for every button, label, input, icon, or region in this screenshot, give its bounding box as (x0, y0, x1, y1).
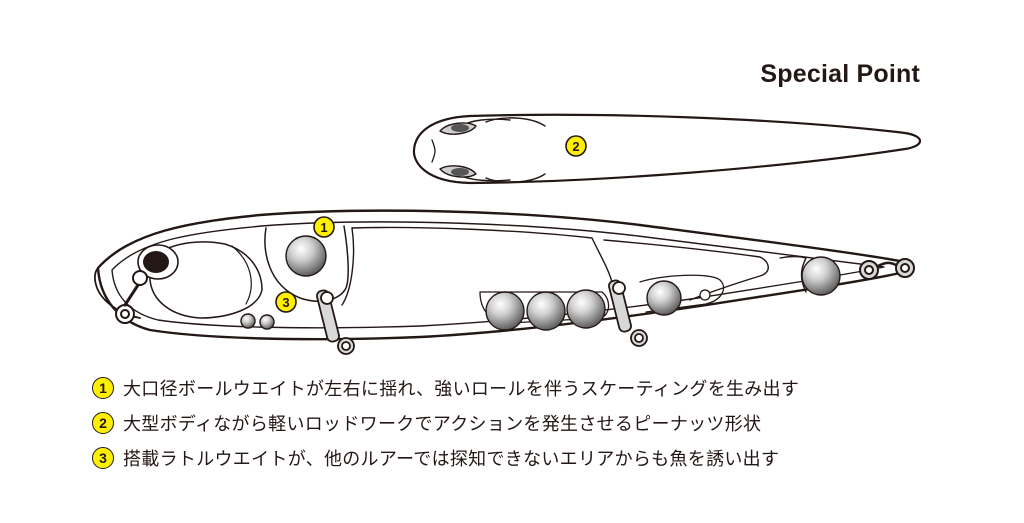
hook-hanger (608, 279, 648, 347)
feature-list: 1 大口径ボールウエイトが左右に揺れ、強いロールを伴うスケーティングを生み出す … (92, 370, 992, 475)
feature-text: 搭載ラトルウエイトが、他のルアーでは探知できないエリアからも魚を誘い出す (123, 448, 780, 470)
feature-item-2: 2 大型ボディながら軽いロッドワークでアクションを発生させるピーナッツ形状 (92, 405, 992, 440)
feature-text: 大口径ボールウエイトが左右に揺れ、強いロールを伴うスケーティングを生み出す (123, 378, 800, 400)
svg-text:3: 3 (282, 295, 289, 310)
ball-weight (285, 235, 327, 277)
feature-number-badge: 1 (92, 376, 114, 399)
feature-item-3: 3 搭載ラトルウエイトが、他のルアーでは探知できないエリアからも魚を誘い出す (92, 440, 992, 475)
ball-weight (526, 291, 566, 331)
lure-top-view (412, 113, 922, 185)
svg-text:1: 1 (320, 220, 327, 235)
feature-number-badge: 2 (92, 411, 114, 434)
feature-number-badge: 3 (92, 446, 114, 469)
ball-weight (485, 291, 525, 331)
tail-eye (859, 258, 915, 280)
weight-balls (240, 235, 841, 331)
feature-item-1: 1 大口径ボールウエイトが左右に揺れ、強いロールを伴うスケーティングを生み出す (92, 370, 992, 405)
hook-hanger (316, 289, 355, 355)
callout-marker-1: 1 (313, 216, 335, 238)
ball-weight (566, 289, 606, 329)
feature-text: 大型ボディながら軽いロッドワークでアクションを発生させるピーナッツ形状 (123, 413, 762, 435)
eye-shape (137, 244, 179, 280)
eye-shape (439, 165, 477, 178)
ball-weight (646, 280, 682, 316)
section-title: Special Point (760, 60, 920, 88)
svg-text:2: 2 (572, 139, 579, 154)
rattle-weight (240, 313, 256, 329)
callout-marker-2: 2 (565, 135, 587, 157)
rattle-weight (259, 314, 275, 330)
line-tie (115, 270, 148, 324)
ball-weight (801, 256, 841, 296)
eye-shape (439, 122, 477, 135)
callout-marker-3: 3 (275, 291, 297, 313)
lure-side-view (94, 209, 915, 355)
